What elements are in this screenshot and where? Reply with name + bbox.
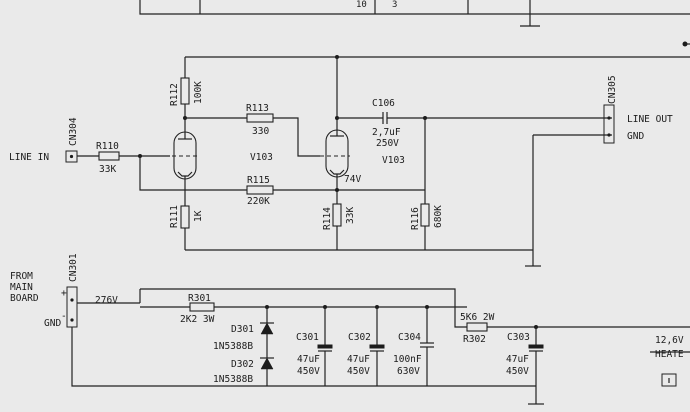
r113-resistor	[246, 113, 274, 123]
r110-ref: R110	[96, 141, 119, 152]
r112-ref: R112	[169, 83, 180, 106]
d301-value: 1N5388B	[213, 341, 253, 352]
gnd-in-label: GND	[44, 318, 61, 329]
d301-diode	[260, 322, 274, 335]
top-partial-label-1: 10	[356, 0, 367, 10]
r301-resistor	[189, 302, 215, 312]
cn301-label: CN301	[68, 253, 79, 282]
heater-connector	[661, 373, 677, 387]
v103a-label: V103	[250, 152, 273, 163]
main-label: MAIN	[10, 282, 33, 293]
c303-ref: C303	[507, 332, 530, 343]
c301-voltage: 450V	[297, 366, 320, 377]
r113-ref: R113	[246, 103, 269, 114]
r110-value: 33K	[99, 164, 116, 175]
c303-value: 47uF	[506, 354, 529, 365]
cn301-minus: -	[61, 311, 67, 322]
r111-ref: R111	[169, 205, 180, 228]
r302-resistor	[466, 322, 488, 332]
r301-value: 2K2 3W	[180, 314, 215, 325]
d302-value: 1N5388B	[213, 374, 253, 385]
top-partial-label-2: 3	[392, 0, 397, 10]
triode-v103b	[320, 128, 350, 204]
c304-voltage: 630V	[397, 366, 420, 377]
d301-ref: D301	[231, 324, 254, 335]
c303-capacitor	[528, 344, 544, 349]
cn305-pin-out	[607, 116, 611, 120]
r302-ref: R302	[463, 334, 486, 345]
v103b-label: V103	[382, 155, 405, 166]
r111-value: 1K	[193, 210, 204, 222]
r115-ref: R115	[247, 175, 270, 186]
r301-ref: R301	[188, 293, 211, 304]
c304-value: 100nF	[393, 354, 422, 365]
c302-capacitor	[369, 344, 385, 349]
r114-value: 33K	[345, 207, 356, 224]
c106-ref: C106	[372, 98, 395, 109]
top-partial-section: 10 3	[139, 0, 690, 27]
from-label: FROM	[10, 271, 33, 282]
c301-value: 47uF	[297, 354, 320, 365]
c106-voltage: 250V	[376, 138, 399, 149]
r115-resistor	[246, 185, 274, 195]
r114-ref: R114	[322, 207, 333, 230]
d302-diode	[260, 357, 274, 370]
c301-capacitor	[317, 344, 333, 349]
r116-ref: R116	[410, 207, 421, 230]
cn304-pin	[69, 154, 74, 159]
r115-value: 220K	[247, 196, 270, 207]
board-label: BOARD	[10, 293, 39, 304]
b-plus-voltage: 276V	[95, 295, 118, 306]
cn305-pin-gnd	[607, 133, 611, 137]
c302-ref: C302	[348, 332, 371, 343]
triode-v103a	[172, 131, 198, 206]
r110-resistor	[98, 151, 120, 161]
c302-voltage: 450V	[347, 366, 370, 377]
cn305-connector	[603, 104, 615, 144]
cn305-label: CN305	[607, 75, 618, 104]
c301-ref: C301	[296, 332, 319, 343]
r112-resistor	[180, 77, 190, 105]
psu-ground-rail	[71, 327, 536, 387]
cn304-label: CN304	[68, 117, 79, 146]
r114-resistor	[332, 203, 342, 227]
cn301-pin-gnd	[70, 318, 74, 322]
line-out-label: LINE OUT	[627, 114, 673, 125]
r116-resistor	[420, 203, 430, 227]
r112-value: 100K	[193, 81, 204, 104]
cn301-plus: +	[61, 288, 67, 299]
c302-value: 47uF	[347, 354, 370, 365]
c303-voltage: 450V	[506, 366, 529, 377]
r116-value: 680K	[433, 205, 444, 228]
d302-ref: D302	[231, 359, 254, 370]
heater-voltage-label: 12,6V	[655, 335, 684, 346]
r302-value: 5K6 2W	[460, 312, 495, 323]
cathode-voltage-label: 74V	[344, 174, 361, 185]
cn301-pin-plus	[70, 298, 74, 302]
heater-label: HEATE	[655, 349, 684, 360]
r111-resistor	[180, 205, 190, 229]
c106-value: 2,7uF	[372, 127, 401, 138]
r113-value: 330	[252, 126, 269, 137]
c304-ref: C304	[398, 332, 421, 343]
line-in-label: LINE IN	[9, 152, 49, 163]
gnd-out-label: GND	[627, 131, 644, 142]
junction-dot	[335, 188, 339, 192]
